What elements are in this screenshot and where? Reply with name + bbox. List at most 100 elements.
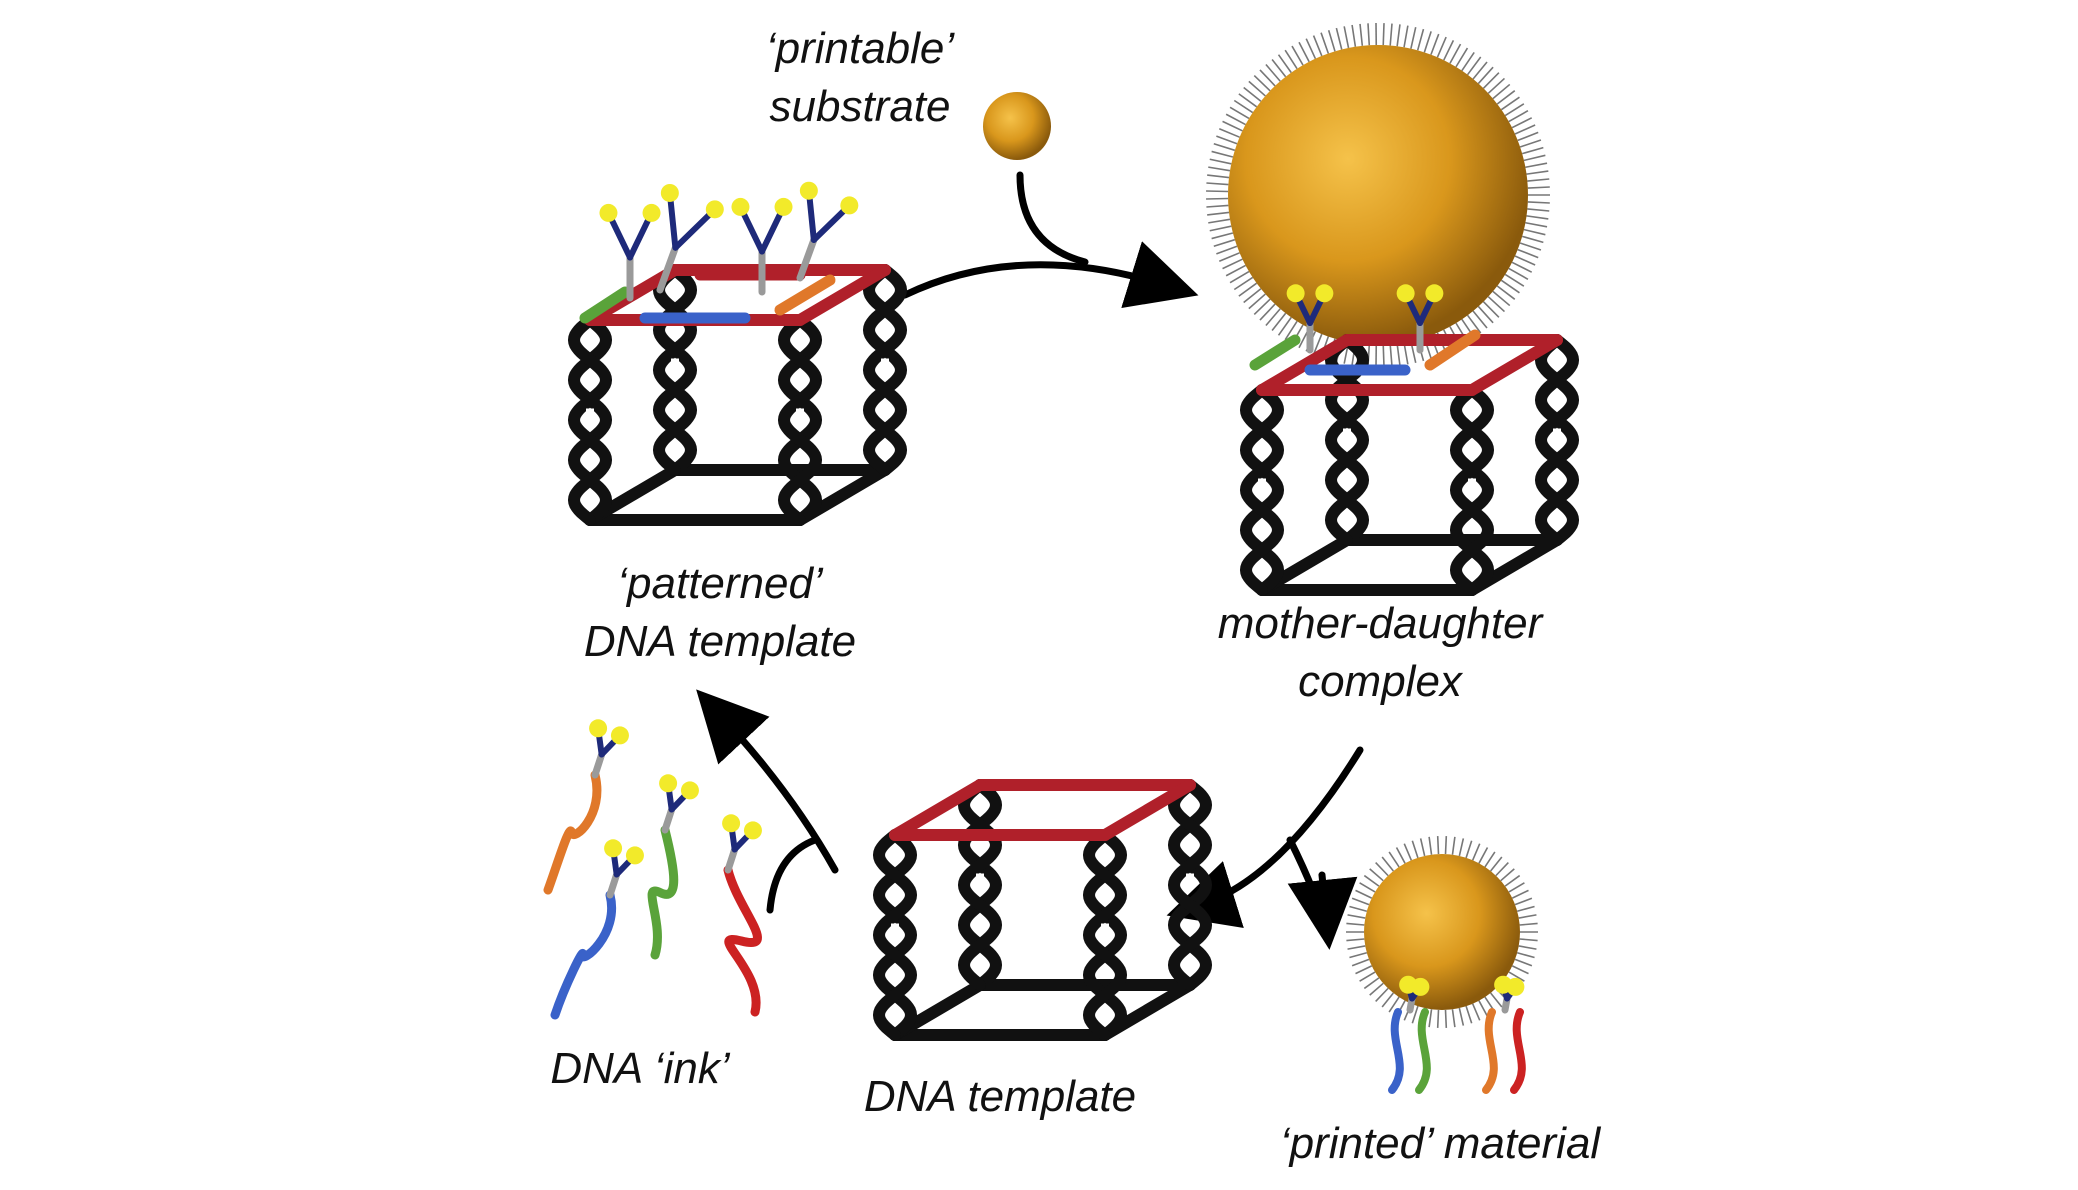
ligand <box>1383 23 1384 45</box>
linker-tip <box>643 204 661 222</box>
ligand <box>1383 345 1384 367</box>
ligand <box>1344 26 1348 48</box>
linker-tip <box>1287 284 1305 302</box>
printable-substrate-label-line1: ‘printable’ <box>700 20 1020 78</box>
ink-linker <box>589 719 629 775</box>
ligand <box>1352 959 1369 965</box>
ligand <box>1524 155 1545 160</box>
ligand <box>1528 187 1550 188</box>
helix-column <box>1456 390 1488 590</box>
ligand <box>1438 836 1439 854</box>
mother-daughter-label: mother-daughter complex <box>1150 595 1610 711</box>
linker-tip <box>1411 978 1429 996</box>
ligand <box>1520 923 1538 925</box>
ligand <box>1390 24 1392 46</box>
ligand <box>1348 946 1366 949</box>
ligand <box>1223 259 1243 268</box>
linker-tip <box>1397 284 1415 302</box>
ligand <box>1299 42 1309 62</box>
arrow-release-split <box>1290 840 1320 910</box>
ligand <box>1226 114 1245 124</box>
ligand <box>1437 37 1446 57</box>
printed-material-label: ‘printed’ material <box>1230 1115 1650 1173</box>
ligand <box>1473 844 1480 861</box>
ligand <box>1397 847 1406 863</box>
ligand <box>1525 163 1547 167</box>
ligand <box>1485 852 1495 867</box>
linker-tip <box>681 781 699 799</box>
ligand <box>1397 344 1400 366</box>
ligand <box>1452 837 1454 855</box>
ligand <box>1208 219 1230 223</box>
ligand <box>1376 863 1388 876</box>
ligand <box>1314 36 1322 56</box>
ligand <box>1452 1009 1454 1027</box>
ink-strand-red <box>722 814 762 1012</box>
ligand <box>1522 148 1543 154</box>
ligand <box>1466 841 1472 858</box>
ligand <box>1505 876 1520 887</box>
printed-strand <box>1514 1012 1522 1090</box>
ligand <box>1210 159 1232 164</box>
ligand <box>1349 953 1366 958</box>
arrow-ink-merge <box>770 840 815 910</box>
ligand <box>1206 198 1228 199</box>
ligand <box>1206 183 1228 185</box>
ligand <box>1226 265 1245 275</box>
helix-column <box>659 270 691 470</box>
ligand <box>1360 24 1362 46</box>
patterned-template-label-line2: DNA template <box>520 613 920 671</box>
ligand <box>1522 236 1543 242</box>
ligand <box>1512 890 1528 898</box>
ligand <box>1501 869 1515 881</box>
ligand <box>1491 993 1502 1007</box>
printed-linker <box>1494 976 1524 1010</box>
ligand <box>1512 966 1528 974</box>
linker-tip <box>840 196 858 214</box>
helix-column <box>574 320 606 520</box>
ligand <box>1518 250 1538 258</box>
mother-daughter-particle <box>1206 23 1550 367</box>
helix-column <box>1246 390 1278 590</box>
ligand <box>1520 243 1541 250</box>
ink-linker <box>722 814 762 870</box>
linker-tip <box>661 184 679 202</box>
ligand <box>1515 959 1532 965</box>
ligand <box>1336 28 1341 49</box>
patterned-template-strands <box>585 182 858 318</box>
linker-tip <box>800 182 818 200</box>
ligand <box>1459 838 1463 856</box>
arrow-to-complex <box>905 265 1165 295</box>
printable-substrate-label: ‘printable’ substrate <box>700 20 1020 136</box>
ink-strand-green <box>652 774 699 955</box>
ligand <box>1515 125 1535 134</box>
linker-tip <box>1506 978 1524 996</box>
patterned-template-label-line1: ‘patterned’ <box>520 555 920 613</box>
ligand <box>1450 44 1461 63</box>
ligand <box>1206 191 1228 192</box>
helix-column <box>879 835 911 1035</box>
ligand <box>1509 883 1524 892</box>
ligand <box>1466 1006 1472 1023</box>
ligand <box>1515 898 1532 904</box>
ink-strand <box>652 830 674 955</box>
ligand <box>1376 988 1388 1001</box>
linker-tip <box>744 821 762 839</box>
bound-strand-green <box>1255 340 1295 365</box>
ligand <box>1321 33 1328 54</box>
ligand <box>1512 262 1532 272</box>
printed-strand <box>1419 1012 1427 1090</box>
ligand <box>1389 852 1399 867</box>
linker-tip <box>626 846 644 864</box>
linker-tip <box>1425 284 1443 302</box>
mother-daughter-label-line1: mother-daughter <box>1150 595 1610 653</box>
ligand <box>1397 24 1400 46</box>
ligand <box>1431 34 1439 55</box>
ligand <box>1356 890 1372 898</box>
ligand <box>1515 256 1535 265</box>
ligand <box>1210 226 1232 231</box>
patterned-linker <box>800 182 858 278</box>
mother-daughter-label-line2: complex <box>1150 653 1610 711</box>
ligand <box>1445 836 1446 854</box>
ligand <box>1429 837 1431 855</box>
